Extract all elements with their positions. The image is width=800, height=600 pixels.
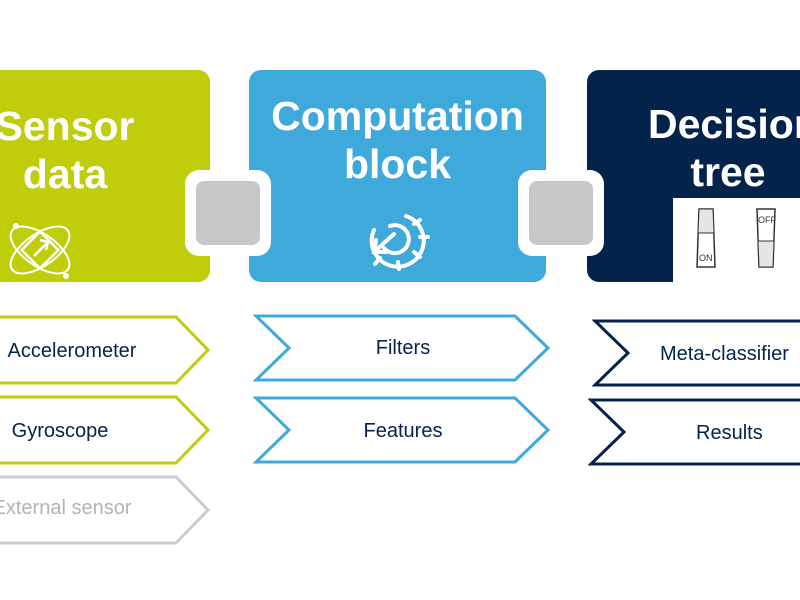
- chevron-accelerometer: [0, 315, 212, 390]
- results-label: Results: [696, 422, 763, 444]
- gear-arrow-icon: [354, 202, 434, 272]
- sensor-data-block: Sensor data: [0, 70, 210, 282]
- computation-title-line2: block: [343, 141, 452, 187]
- chevron-results: [587, 397, 800, 472]
- switch-panel: ON OFF: [673, 198, 800, 282]
- chevron-meta-classifier: [591, 318, 800, 393]
- decision-tree-block: Decision tree ON OFF: [587, 70, 800, 282]
- sensor-orbit-icon: [0, 210, 80, 282]
- features-label: Features: [363, 420, 443, 442]
- gyroscope-label: Gyroscope: [11, 420, 109, 442]
- chevron-external-sensor: [0, 475, 212, 550]
- switch-off-label: OFF: [758, 215, 776, 225]
- sensor-title-line1: Sensor: [0, 103, 135, 149]
- sensor-title-line2: data: [22, 151, 108, 197]
- sensor-data-title: Sensor data: [0, 102, 150, 198]
- chevron-gyroscope: [0, 395, 212, 470]
- computation-block: Computation block: [249, 70, 546, 282]
- external-sensor-label: External sensor: [0, 497, 132, 519]
- chevron-features: [252, 395, 553, 470]
- computation-title-line1: Computation: [271, 93, 524, 139]
- computation-block-title: Computation block: [249, 92, 546, 188]
- accelerometer-label: Accelerometer: [7, 340, 137, 362]
- decision-title-line1: Decision: [648, 101, 800, 147]
- decision-tree-title: Decision tree: [648, 100, 800, 196]
- filters-label: Filters: [375, 337, 431, 359]
- connector-sensor-computation: [185, 170, 271, 256]
- switch-off-icon: OFF: [755, 208, 776, 268]
- switch-on-icon: ON: [695, 208, 716, 268]
- switch-on-label: ON: [699, 253, 713, 263]
- chevron-filters: [252, 313, 553, 388]
- connector-computation-decision: [518, 170, 604, 256]
- decision-title-line2: tree: [690, 149, 766, 195]
- meta-classifier-label: Meta-classifier: [660, 343, 789, 365]
